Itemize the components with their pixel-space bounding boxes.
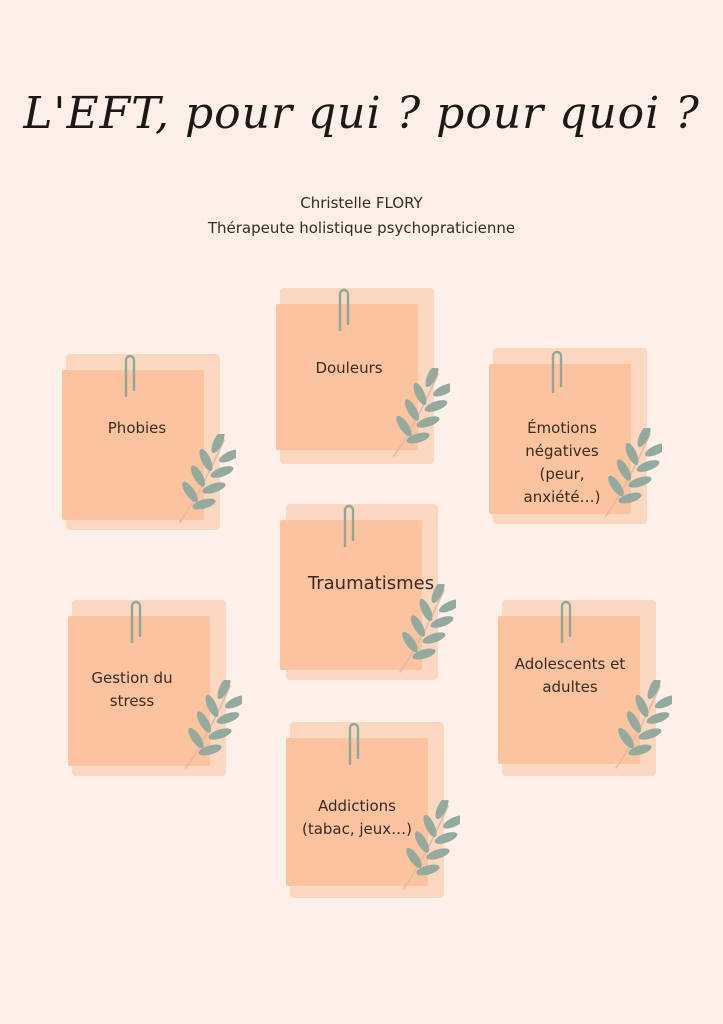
note-label: Addictions (tabac, jeux…) — [301, 797, 413, 838]
author-subtitle: Thérapeute holistique psychopraticienne — [207, 219, 516, 237]
note-label: Traumatismes — [307, 573, 435, 594]
note-label: Phobies — [107, 419, 167, 437]
paperclip-icon — [124, 354, 136, 398]
paperclip-icon — [338, 288, 350, 332]
paperclip-icon — [560, 600, 572, 644]
leaf-branch-icon — [402, 800, 460, 889]
paperclip-icon — [130, 600, 142, 644]
note-label: Gestion du stress — [91, 669, 173, 710]
page-title: L'EFT, pour qui ? pour quoi ? — [23, 88, 700, 139]
note-label: Adolescents et adultes — [514, 655, 626, 696]
leaf-branch-icon — [614, 680, 672, 769]
note-label: Douleurs — [315, 359, 383, 377]
paperclip-icon — [348, 722, 360, 766]
paperclip-icon — [551, 350, 563, 394]
leaf-branch-icon — [178, 434, 236, 523]
author-name: Christelle FLORY — [300, 194, 423, 212]
paperclip-icon — [343, 504, 355, 548]
note-label: Émotions négatives (peur, anxiété…) — [523, 419, 601, 506]
leaf-branch-icon — [398, 584, 456, 673]
leaf-branch-icon — [392, 368, 450, 457]
leaf-branch-icon — [604, 428, 662, 517]
leaf-branch-icon — [184, 680, 242, 769]
